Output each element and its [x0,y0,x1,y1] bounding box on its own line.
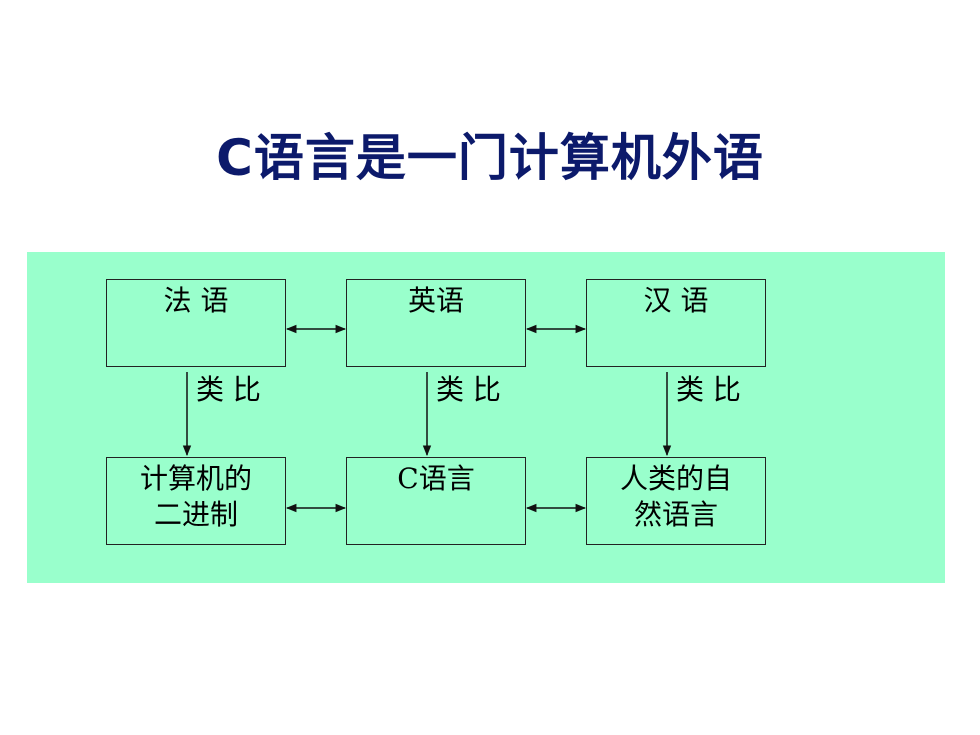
box-computer-binary-line1: 计算机的 [139,462,252,495]
box-computer-binary-line2: 二进制 [153,498,238,531]
box-natural-language-line2: 然语言 [633,498,718,531]
analogy-label-middle: 类 比 [436,373,501,406]
box-natural-language: 人类的自 然语言 [586,457,766,545]
box-english: 英语 [346,279,526,367]
analogy-label-left: 类 比 [196,373,261,406]
box-chinese: 汉 语 [586,279,766,367]
analogy-label-right: 类 比 [676,373,741,406]
box-natural-language-line1: 人类的自 [619,462,732,495]
box-computer-binary: 计算机的 二进制 [106,457,286,545]
box-c-language: C语言 [346,457,526,545]
slide-title: C语言是一门计算机外语 [216,129,764,187]
box-french-label: 法 语 [163,284,229,317]
box-english-label: 英语 [407,284,464,317]
box-c-language-label: C语言 [397,462,475,495]
box-french: 法 语 [106,279,286,367]
box-chinese-label: 汉 语 [643,284,709,317]
